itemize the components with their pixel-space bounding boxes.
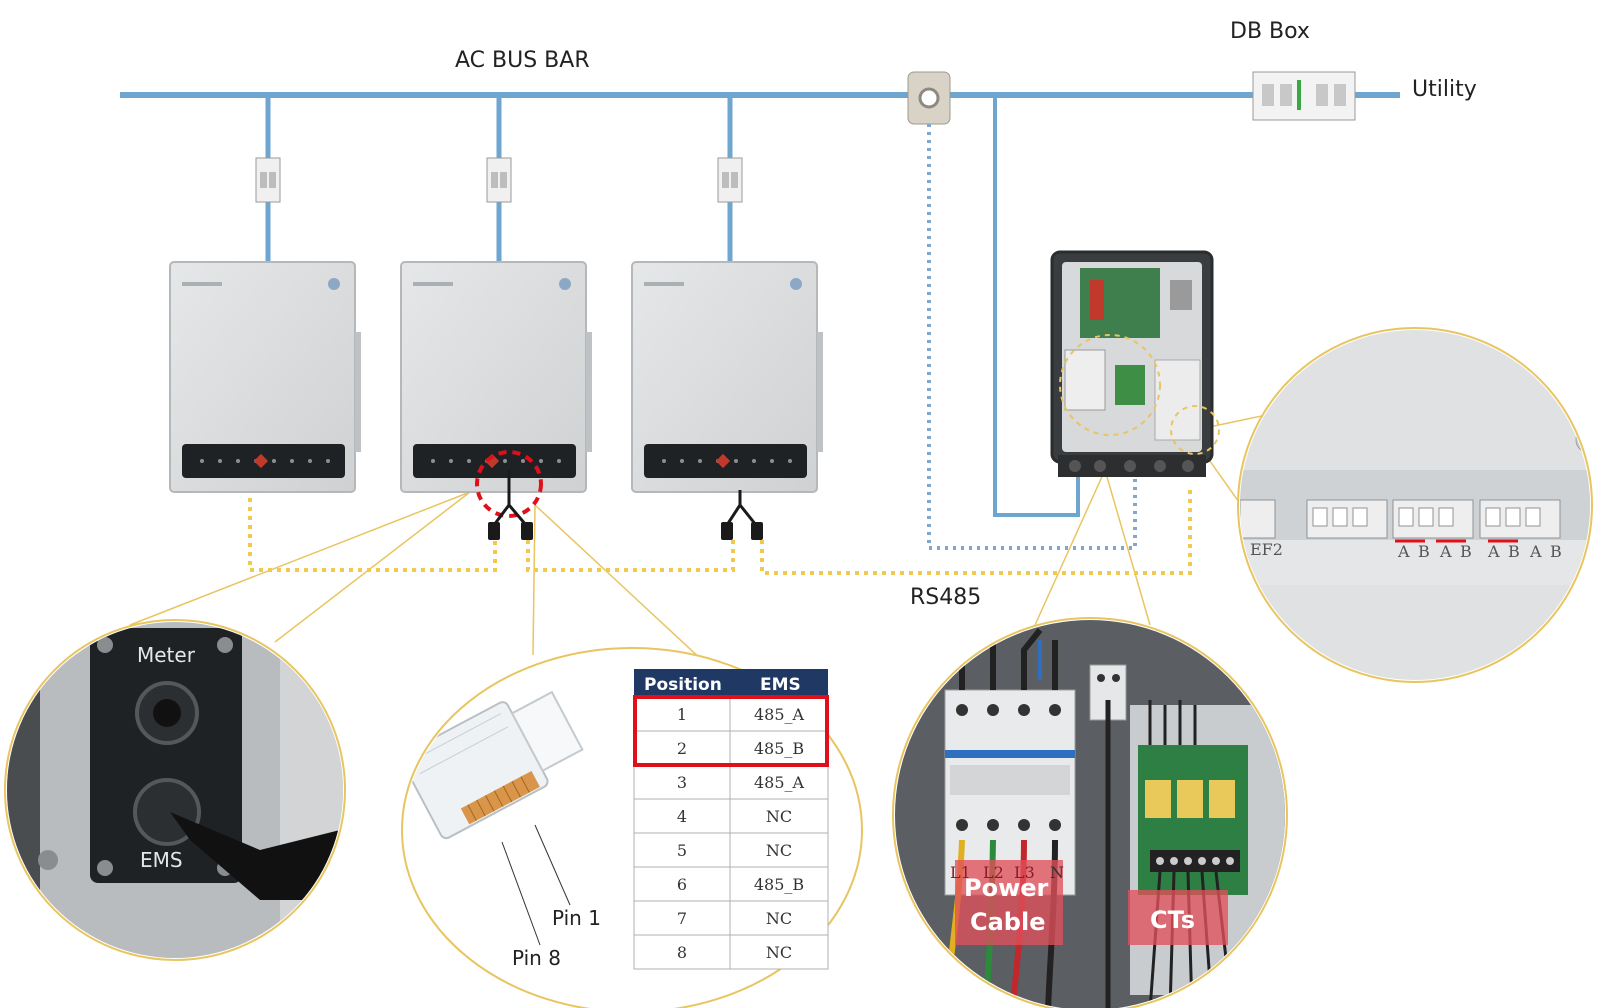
breaker-icon bbox=[486, 157, 512, 203]
terminal-ab-label: B bbox=[1460, 542, 1472, 561]
ems-port-label: EMS bbox=[140, 848, 183, 872]
table-header-cell: Position bbox=[644, 675, 722, 695]
table-row: 7 NC bbox=[677, 909, 792, 928]
inverter-2 bbox=[400, 261, 592, 493]
ac-bus-bar-label: AC BUS BAR bbox=[455, 48, 590, 73]
ems-cell: NC bbox=[766, 909, 792, 928]
table-row: 1 485_A bbox=[677, 705, 805, 724]
table-row: 8 NC bbox=[677, 943, 792, 962]
rj45-cable-icon bbox=[488, 470, 533, 540]
highlight-box bbox=[633, 695, 829, 767]
ems-cell: 485_A bbox=[754, 705, 805, 724]
terminal-phase-label: L3 bbox=[1014, 863, 1035, 882]
table-row: 4 NC bbox=[677, 807, 792, 826]
callout-rj45-pinout: Pin 1 Pin 8 Position EMS 1 485_A 2 485_B 3 485_… bbox=[401, 647, 863, 1008]
inverter-3 bbox=[631, 261, 823, 493]
terminal-phase-label: N bbox=[1050, 863, 1064, 882]
rj45-cable-icon bbox=[721, 490, 763, 540]
table-row: 5 NC bbox=[677, 841, 792, 860]
cts-label: CTs bbox=[1150, 906, 1195, 934]
position-cell: 7 bbox=[677, 909, 687, 928]
table-header-cell: EMS bbox=[760, 675, 801, 695]
db-box-breaker-icon bbox=[1252, 71, 1356, 121]
rs485-wiring bbox=[248, 485, 1192, 575]
rj45-plug-icon bbox=[404, 690, 584, 840]
terminal-ab-label: B bbox=[1550, 542, 1562, 561]
position-cell: 8 bbox=[677, 943, 687, 962]
pin8-label: Pin 8 bbox=[512, 946, 561, 970]
cloud-icon bbox=[790, 278, 802, 290]
position-cell: 1 bbox=[677, 705, 687, 724]
table-row: 3 485_A bbox=[677, 773, 805, 792]
cloud-icon bbox=[328, 278, 340, 290]
inverter-1 bbox=[169, 261, 361, 493]
power-cable-label: Cable bbox=[970, 908, 1046, 936]
breaker-icon bbox=[717, 157, 743, 203]
rs485-label: RS485 bbox=[910, 585, 981, 610]
cloud-icon bbox=[559, 278, 571, 290]
db-box-label: DB Box bbox=[1230, 19, 1310, 44]
terminal-ab-label: A bbox=[1439, 542, 1452, 561]
ems-cell: 485_B bbox=[754, 875, 804, 894]
position-cell: 4 bbox=[677, 807, 687, 826]
terminal-phase-labels: L1 L2 L3 N bbox=[950, 863, 1064, 882]
terminal-ab-label: B bbox=[1418, 542, 1430, 561]
ems-cell: NC bbox=[766, 807, 792, 826]
terminal-ab-label: B bbox=[1508, 542, 1520, 561]
callout-meter-box-interior: L1 L2 L3 N Power Cable CTs bbox=[892, 617, 1288, 1008]
ems-cell: 485_B bbox=[754, 739, 804, 758]
ems-cell: 485_A bbox=[754, 773, 805, 792]
inverter-group bbox=[169, 261, 823, 493]
terminal-phase-label: L1 bbox=[950, 863, 971, 882]
ac-bus-bar bbox=[120, 92, 1400, 517]
terminal-ab-label: A bbox=[1487, 542, 1500, 561]
table-row: 6 485_B bbox=[677, 875, 804, 894]
ct-clamp-icon bbox=[907, 71, 951, 125]
smart-meter-box bbox=[1050, 250, 1220, 477]
table-row: 2 485_B bbox=[677, 739, 804, 758]
terminal-fragment-label: EF2 bbox=[1250, 540, 1283, 559]
ems-cell: NC bbox=[766, 943, 792, 962]
ems-port-highlight bbox=[475, 450, 543, 518]
power-cable-label: Power bbox=[964, 874, 1049, 902]
meter-port-label: Meter bbox=[137, 643, 196, 667]
position-cell: 5 bbox=[677, 841, 687, 860]
callout-meter-ems-ports: Meter EMS bbox=[4, 619, 346, 961]
ems-cell: NC bbox=[766, 841, 792, 860]
position-cell: 3 bbox=[677, 773, 687, 792]
pin1-label: Pin 1 bbox=[552, 906, 601, 930]
terminal-phase-label: L2 bbox=[983, 863, 1004, 882]
position-cell: 6 bbox=[677, 875, 687, 894]
utility-label: Utility bbox=[1412, 77, 1477, 102]
breaker-icon bbox=[255, 157, 281, 203]
terminal-ab-label: A bbox=[1529, 542, 1542, 561]
position-cell: 2 bbox=[677, 739, 687, 758]
terminal-ab-label: A bbox=[1397, 542, 1410, 561]
